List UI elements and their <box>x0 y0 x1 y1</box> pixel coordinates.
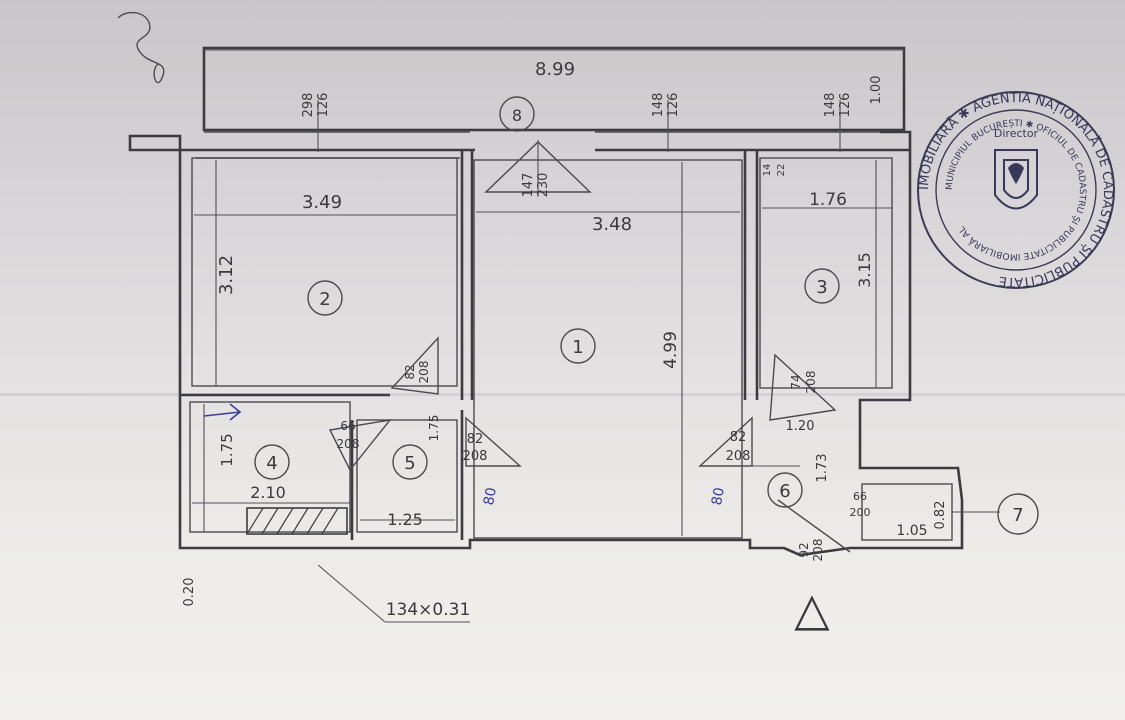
door-2-width: 82 <box>403 364 417 379</box>
blue-note-80-left: 80 <box>481 486 500 506</box>
pen-scribble <box>117 11 165 84</box>
stamp-inner-text: MUNICIPIUL BUCUREȘTI ✱ OFICIUL DE CADAST… <box>945 119 1087 261</box>
extra-room-length-label: 0.82 <box>933 501 948 530</box>
door-6-height: 208 <box>811 539 825 562</box>
room-1-circle <box>560 328 596 364</box>
room-5-circle <box>392 444 428 480</box>
room-5-outline <box>356 419 458 533</box>
paper-fold <box>0 393 1125 396</box>
window-1-height: 126 <box>316 93 331 118</box>
room-3-outline <box>759 157 893 389</box>
small-mark-14: 14 <box>762 164 773 177</box>
stamp-center-text: Director <box>994 127 1039 140</box>
door-8-height: 230 <box>536 173 551 198</box>
small-mark-22: 22 <box>776 164 787 177</box>
room-4-outline <box>189 401 351 533</box>
blue-arrow-mark <box>203 403 242 421</box>
room-6-circle <box>767 472 803 508</box>
room-8-circle <box>499 96 535 132</box>
hatch-lines <box>246 507 339 535</box>
wall-note-label: 134×0.31 <box>386 600 471 620</box>
coat-of-arms-icon <box>994 149 1038 210</box>
balcony-depth-label: 1.00 <box>869 76 884 105</box>
overall-width-label: 8.99 <box>535 59 575 80</box>
window-2-width: 148 <box>651 93 666 118</box>
room-3-width-label: 1.76 <box>809 190 847 210</box>
outer-wall-left <box>128 134 182 152</box>
extra-room-width-label: 1.05 <box>896 523 927 539</box>
blue-note-80-right: 80 <box>709 486 728 506</box>
room-4-length-label: 1.75 <box>218 433 236 466</box>
door-6-width: 92 <box>797 542 811 557</box>
room-3-circle <box>804 268 840 304</box>
room-2-number: 2 <box>319 289 330 310</box>
door-swing-5 <box>465 416 522 467</box>
wall-thickness-label: 0.20 <box>182 578 197 607</box>
window-3-height: 126 <box>838 93 853 118</box>
door-swing-4 <box>328 419 392 472</box>
room-2-length-label: 3.12 <box>216 255 237 295</box>
room-8-number: 8 <box>512 106 522 125</box>
door-4-height: 208 <box>337 437 360 451</box>
window-1-width: 298 <box>301 93 316 118</box>
door-4-width: 66 <box>340 419 355 433</box>
door-6-line <box>777 499 851 553</box>
room-2-outline <box>191 157 458 387</box>
door-3-width: 74 <box>789 374 803 389</box>
door-7-height: 200 <box>850 506 871 519</box>
outer-wall <box>178 130 964 557</box>
door-8-width: 147 <box>521 173 536 198</box>
door-swing-3 <box>769 353 837 421</box>
room-4-number: 4 <box>266 453 277 474</box>
room-6-width-label: 1.20 <box>786 419 815 434</box>
door-swing-2 <box>390 336 439 395</box>
room-5-length-label: 1.75 <box>427 415 441 442</box>
door-1-width: 82 <box>730 430 747 445</box>
door-5-width: 82 <box>467 432 484 447</box>
balcony-outline <box>202 46 906 132</box>
room-1-width-label: 3.48 <box>592 214 632 235</box>
room-6-number: 6 <box>779 481 790 502</box>
room-2-width-label: 3.49 <box>302 192 342 213</box>
corridor-7-number: 7 <box>1012 505 1023 526</box>
door-2-height: 208 <box>417 361 431 384</box>
door-7-width: 66 <box>853 490 867 503</box>
svg-text:MUNICIPIUL BUCUREȘTI ✱ OFICIUL: MUNICIPIUL BUCUREȘTI ✱ OFICIUL DE CADAST… <box>945 119 1087 261</box>
hatched-column <box>246 507 348 535</box>
north-marker: △ <box>794 582 830 636</box>
window-2-height: 126 <box>666 93 681 118</box>
room-1-number: 1 <box>572 337 583 358</box>
room-7-circle <box>997 493 1039 535</box>
room-4-width-label: 2.10 <box>250 483 286 502</box>
room-6-length-label: 1.73 <box>815 454 830 483</box>
dim-wall-note <box>317 564 386 623</box>
room-3-number: 3 <box>816 277 827 298</box>
room-3-length-label: 3.15 <box>855 252 874 288</box>
eagle-icon <box>1008 163 1024 184</box>
door-5-height: 208 <box>463 449 488 464</box>
door-3-height: 208 <box>804 371 818 394</box>
room-4-circle <box>254 444 290 480</box>
room-1-outline <box>473 159 743 539</box>
room-1-length-label: 4.99 <box>661 331 681 369</box>
cadastre-stamp: IMOBILIARĂ ✱ AGENTIA NAȚIONALĂ DE CADAST… <box>917 91 1115 289</box>
door-1-height: 208 <box>726 449 751 464</box>
room-5-number: 5 <box>404 453 415 474</box>
window-3-width: 148 <box>823 93 838 118</box>
room-5-width-label: 1.25 <box>387 510 423 529</box>
room-2-circle <box>307 280 343 316</box>
